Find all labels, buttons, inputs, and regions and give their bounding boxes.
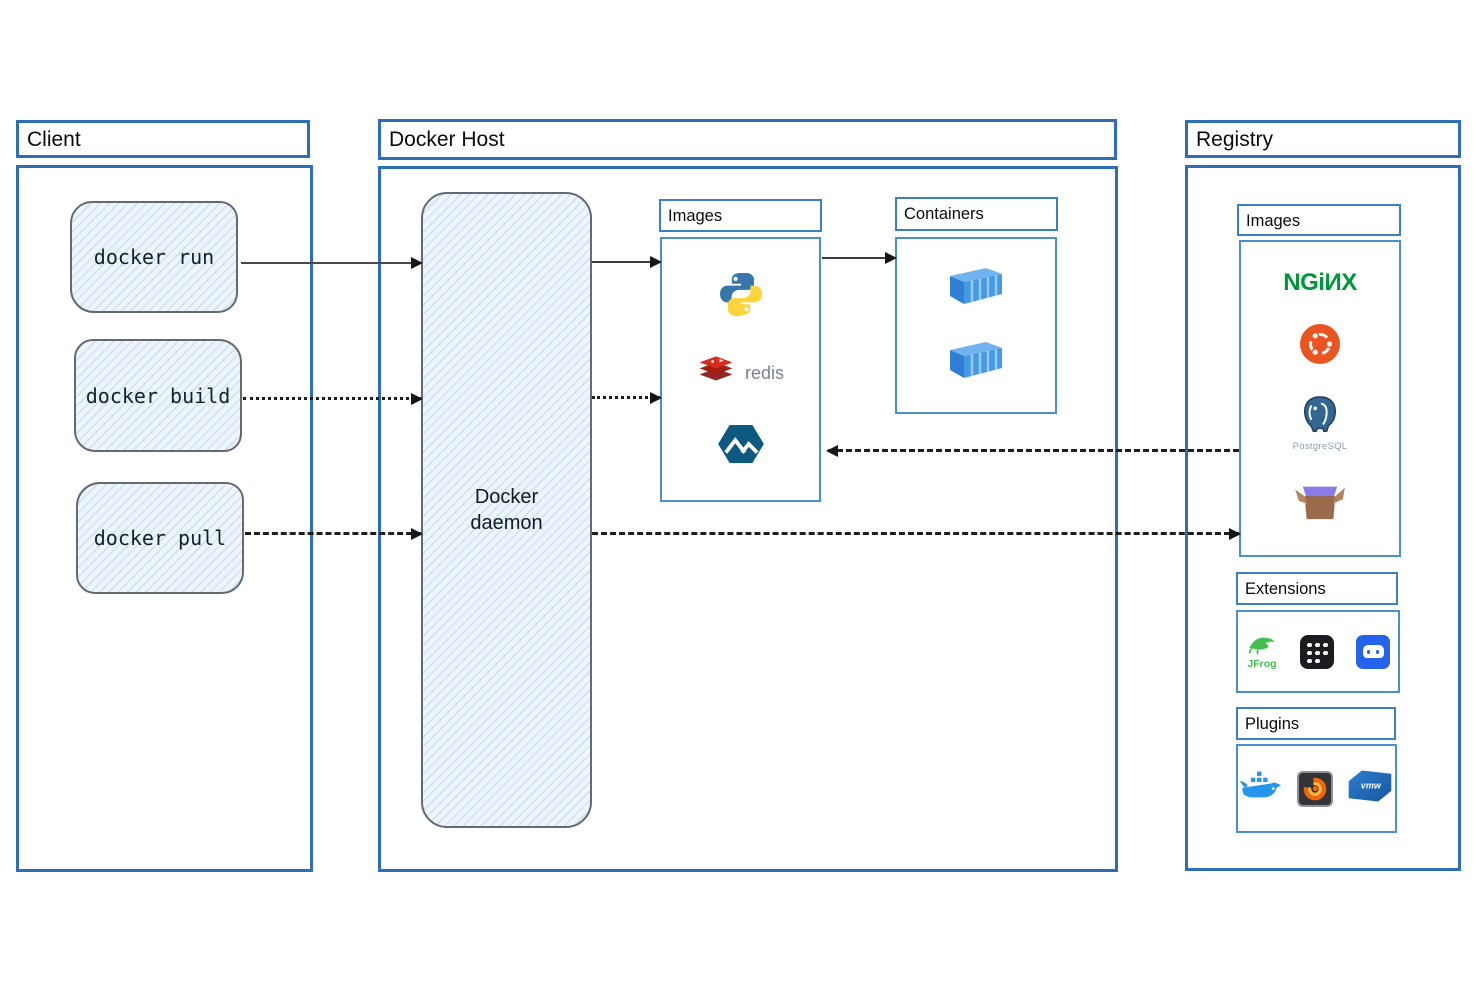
alpine-icon <box>717 424 764 469</box>
registry-title-box: Registry <box>1185 120 1461 158</box>
docker-daemon-box: Docker daemon <box>421 192 592 828</box>
arrow-daemon-to-images-dotted <box>592 392 662 404</box>
docker-pull-box: docker pull <box>76 482 244 594</box>
plugins-title-box: Plugins <box>1236 707 1396 740</box>
open-box-icon <box>1293 479 1347 528</box>
extensions-box: JFrog <box>1236 610 1400 693</box>
containers-title-box: Containers <box>895 197 1058 231</box>
arrow-registry-to-host-images <box>826 445 1239 457</box>
nginx-icon: NGiИX <box>1283 268 1357 296</box>
docker-pull-label: docker pull <box>93 526 227 550</box>
redis-item: redis <box>697 354 784 393</box>
containers-box <box>895 237 1057 414</box>
docker-daemon-label: Docker daemon <box>470 486 543 534</box>
grafana-icon <box>1296 770 1333 807</box>
jfrog-icon <box>1246 633 1278 660</box>
arrow-docker-pull-to-daemon <box>245 528 423 540</box>
vmware-icon: vmw <box>1347 768 1393 809</box>
jfrog-item: JFrog <box>1246 633 1278 670</box>
redis-icon <box>697 354 735 393</box>
postgresql-icon <box>1299 395 1341 440</box>
host-images-title-box: Images <box>659 199 822 232</box>
extensions-title-box: Extensions <box>1236 572 1398 605</box>
redis-label: redis <box>744 363 784 383</box>
arrow-images-to-containers <box>822 252 897 264</box>
arrow-daemon-to-registry <box>592 528 1241 540</box>
host-images-box: redis <box>660 237 821 502</box>
docker-build-box: docker build <box>74 339 242 452</box>
arrow-daemon-to-images-solid <box>592 256 662 268</box>
jfrog-label: JFrog <box>1247 658 1277 670</box>
plugins-box: vmw <box>1236 744 1397 833</box>
arrow-docker-run-to-daemon <box>241 257 423 269</box>
docker-whale-icon <box>1240 770 1282 807</box>
vm-disk-icon <box>1356 634 1390 669</box>
containers-title: Containers <box>904 205 984 223</box>
container-icon <box>944 264 1008 313</box>
registry-title: Registry <box>1196 128 1274 151</box>
client-title: Client <box>27 128 81 151</box>
registry-images-title: Images <box>1246 212 1301 230</box>
client-title-box: Client <box>16 120 310 158</box>
docker-build-label: docker build <box>85 383 231 408</box>
postgresql-label: PostgreSQL <box>1292 441 1348 453</box>
container-icon <box>944 338 1008 387</box>
docker-host-title: Docker Host <box>389 128 505 151</box>
app-grid-icon <box>1300 634 1334 669</box>
ubuntu-icon <box>1300 323 1340 369</box>
registry-images-box: NGiИX PostgreSQL <box>1239 240 1401 557</box>
registry-images-title-box: Images <box>1237 204 1401 236</box>
python-icon <box>717 270 765 323</box>
plugins-title: Plugins <box>1245 715 1300 733</box>
docker-run-box: docker run <box>70 201 238 313</box>
postgresql-item: PostgreSQL <box>1293 395 1348 452</box>
docker-host-title-box: Docker Host <box>378 119 1117 160</box>
arrow-docker-build-to-daemon <box>243 393 423 405</box>
svg-text:vmw: vmw <box>1361 780 1382 790</box>
docker-run-label: docker run <box>93 245 215 269</box>
extensions-title: Extensions <box>1245 580 1326 598</box>
host-images-title: Images <box>668 207 723 225</box>
